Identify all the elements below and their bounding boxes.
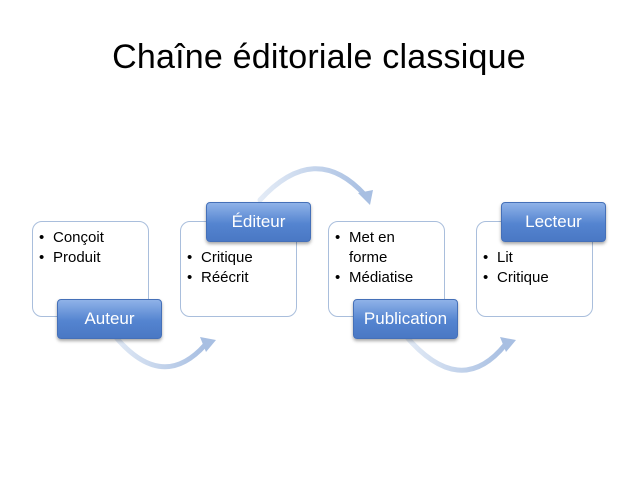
list-item: Produit xyxy=(33,248,148,268)
list-item: Met en forme xyxy=(329,228,419,268)
list-item: Médiatise xyxy=(329,268,419,288)
arrow-publication-lecteur xyxy=(402,332,508,373)
list-item: Critique xyxy=(181,248,296,268)
list-item: Critique xyxy=(477,268,592,288)
arrow-head-1 xyxy=(200,337,216,352)
step-label-editeur: Éditeur xyxy=(206,202,311,242)
list-item: Réécrit xyxy=(181,268,296,288)
arrow-head-2 xyxy=(358,190,373,205)
step-label-lecteur: Lecteur xyxy=(501,202,606,242)
list-item: Conçoit xyxy=(33,228,148,248)
step-label-publication: Publication xyxy=(353,299,458,339)
page-title: Chaîne éditoriale classique xyxy=(112,38,526,76)
list-item: Lit xyxy=(477,248,592,268)
arrow-editeur-publication xyxy=(257,166,368,203)
arrow-auteur-editeur xyxy=(107,327,208,370)
step-label-auteur: Auteur xyxy=(57,299,162,339)
arrow-head-3 xyxy=(500,337,516,352)
